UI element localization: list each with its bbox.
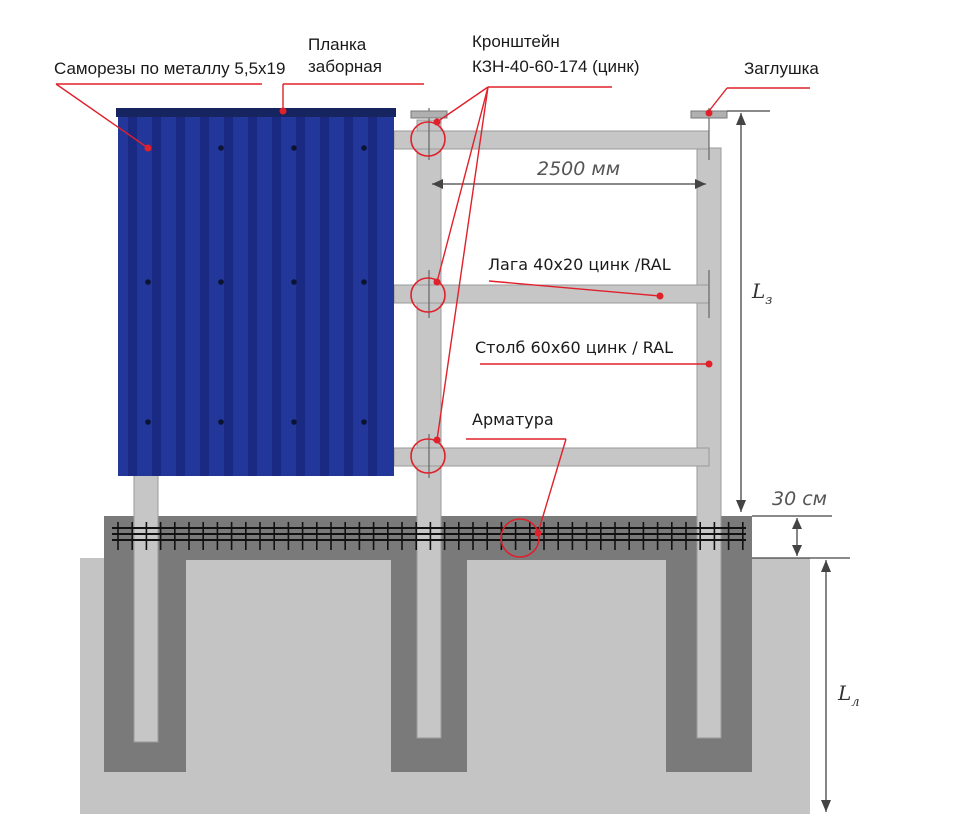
- callout-dot-screw: [144, 144, 152, 152]
- sheet-rib: [368, 117, 377, 476]
- label-bracket-line2: КЗН-40-60-174 (цинк): [472, 57, 640, 76]
- rail-top: [393, 130, 710, 150]
- label-screws: Саморезы по металлу 5,5х19: [54, 59, 285, 78]
- sheet-rib: [200, 117, 209, 476]
- screw: [218, 419, 224, 425]
- screw: [361, 419, 367, 425]
- label-rail: Лага 40х20 цинк /RAL: [488, 255, 671, 274]
- screw: [145, 279, 151, 285]
- sheet-rib: [248, 117, 257, 476]
- label-post: Столб 60х60 цинк / RAL: [475, 338, 673, 357]
- sheet-rib: [320, 117, 329, 476]
- screw: [218, 145, 224, 151]
- screw: [145, 419, 151, 425]
- label-strip-line1: Планка: [308, 35, 367, 54]
- sheet-rib: [128, 117, 137, 476]
- post-2: [416, 119, 442, 739]
- label-strip-line2: заборная: [308, 57, 382, 76]
- screw: [291, 419, 297, 425]
- callout-dot-bracket-mid: [433, 278, 441, 286]
- post-cap-1: [410, 110, 448, 119]
- callout-dot-strip: [279, 107, 287, 115]
- callout-circle-bracket-top: [410, 121, 446, 157]
- screw: [291, 145, 297, 151]
- label-rebar: Арматура: [472, 410, 554, 429]
- callout-dot-rebar: [534, 529, 542, 537]
- sheet-rib: [152, 117, 161, 476]
- sheet-rib: [176, 117, 185, 476]
- post-1: [133, 471, 159, 743]
- screw: [361, 145, 367, 151]
- callout-circle-rebar: [500, 518, 540, 558]
- profiled-sheet: [116, 108, 396, 476]
- callout-dot-bracket-bottom: [433, 436, 441, 444]
- screw: [218, 279, 224, 285]
- sheet-rib: [296, 117, 305, 476]
- callout-dot-post: [705, 360, 713, 368]
- rebar: [112, 522, 746, 550]
- callout-circle-bracket-mid: [410, 277, 446, 313]
- sheet-rib: [224, 117, 233, 476]
- callout-dot-rail: [656, 292, 664, 300]
- callout-dot-bracket: [433, 118, 441, 126]
- dimension-foundation-depth: 30 см: [772, 488, 827, 510]
- screw: [291, 279, 297, 285]
- screw: [361, 279, 367, 285]
- dimension-below-ground: Lл: [837, 681, 860, 710]
- fence-strip: [116, 108, 396, 117]
- sheet-rib: [344, 117, 353, 476]
- label-bracket-line1: Кронштейн: [472, 32, 560, 51]
- sheet-rib: [272, 117, 281, 476]
- label-cap: Заглушка: [744, 59, 819, 78]
- callout-circle-bracket-bottom: [410, 438, 446, 474]
- rail-bottom: [393, 447, 710, 467]
- post-3: [696, 147, 722, 739]
- dimension-span: 2500 мм: [537, 158, 620, 180]
- dimension-above-ground: Lз: [751, 279, 772, 308]
- callout-dot-cap: [705, 109, 713, 117]
